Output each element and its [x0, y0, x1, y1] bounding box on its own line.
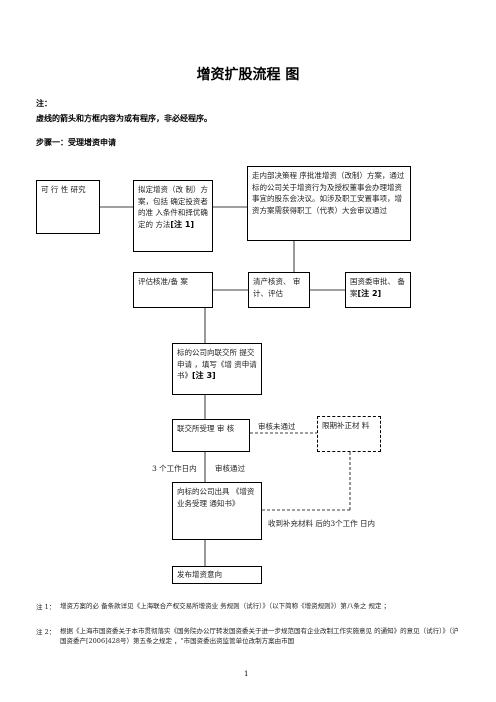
box-review: 联交所受理 审 核	[172, 419, 250, 452]
box-apply-note: [注 3]	[192, 371, 216, 380]
box-plan: 拟定增资（改 制）方案，包括 确定投资者的准 入条件和择优确 定的 方法[注 1…	[133, 180, 213, 252]
box-sasac-text: 国资委审批、 备案	[350, 277, 405, 298]
box-feasibility: 可 行 性 研究	[36, 180, 100, 234]
label-not-passed: 审核未通过	[258, 422, 296, 431]
footnote-2-text: 根据《上海市国资委关于本市贯彻落实《国务院办公厅转发国资委关于进一步规范国有企业…	[60, 627, 459, 645]
label-three-days: 3 个工作日内	[152, 464, 197, 473]
box-feasibility-text: 可 行 性 研究	[41, 185, 86, 194]
box-decision: 走内部决策程 序批准增资（改制）方案，通过标的公司关于增资行为及授权董事会办理增…	[247, 166, 411, 241]
box-apply-text: 标的公司向联交所 提交申请 ，填写《增 资申请书》	[177, 348, 257, 380]
footnote-1-tag: 注 1：	[36, 603, 56, 611]
box-supplement: 限期补正材 料	[317, 416, 381, 452]
step-one-label: 步骤一：受理增资申请	[36, 138, 116, 147]
box-sasac: 国资委审批、 备案[注 2]	[345, 272, 411, 308]
box-audit-text: 清产核资、 审计、评估	[253, 277, 301, 298]
box-appraisal: 评估核准/备 案	[133, 272, 213, 308]
box-decision-text: 走内部决策程 序批准增资（改制）方案，通过标的公司关于增资行为及授权董事会办理增…	[252, 171, 405, 215]
box-publish: 发布增资意向	[172, 566, 262, 584]
box-sasac-note: [注 2]	[357, 288, 382, 298]
label-after-supplement: 收到补充材料 后的3个工作 日内	[268, 519, 376, 528]
note-label: 注：	[36, 99, 52, 108]
page-number: 1	[244, 670, 249, 678]
box-apply: 标的公司向联交所 提交申请 ，填写《增 资申请书》[注 3]	[172, 343, 262, 395]
box-supplement-text: 限期补正材 料	[322, 421, 370, 430]
box-appraisal-text: 评估核准/备 案	[138, 277, 188, 286]
box-notice-text: 向标的公司出具 《增资业务受理 通知书》	[177, 487, 255, 508]
box-plan-text: 拟定增资（改 制）方案，包括 确定投资者的准 入条件和择优确 定的 方法	[138, 185, 208, 229]
box-publish-text: 发布增资意向	[177, 570, 222, 579]
footnote-2-tag: 注 2：	[36, 628, 56, 636]
page-title: 增资扩股流程 图	[196, 67, 300, 83]
box-audit: 清产核资、 审计、评估	[248, 272, 310, 308]
box-notice: 向标的公司出具 《增资业务受理 通知书》	[172, 482, 262, 540]
box-review-text: 联交所受理 审 核	[177, 424, 235, 433]
box-plan-note: [注 1]	[170, 219, 195, 229]
note-text: 虚线的箭头和方框内容为或有程序，非必经程序。	[36, 114, 212, 123]
footnote-1-text: 增资方案的必 备条款详见《上海联合产权交易所增资业 务规则（试行）》（以下简称《…	[60, 602, 391, 610]
label-passed: 审核通过	[215, 464, 245, 473]
